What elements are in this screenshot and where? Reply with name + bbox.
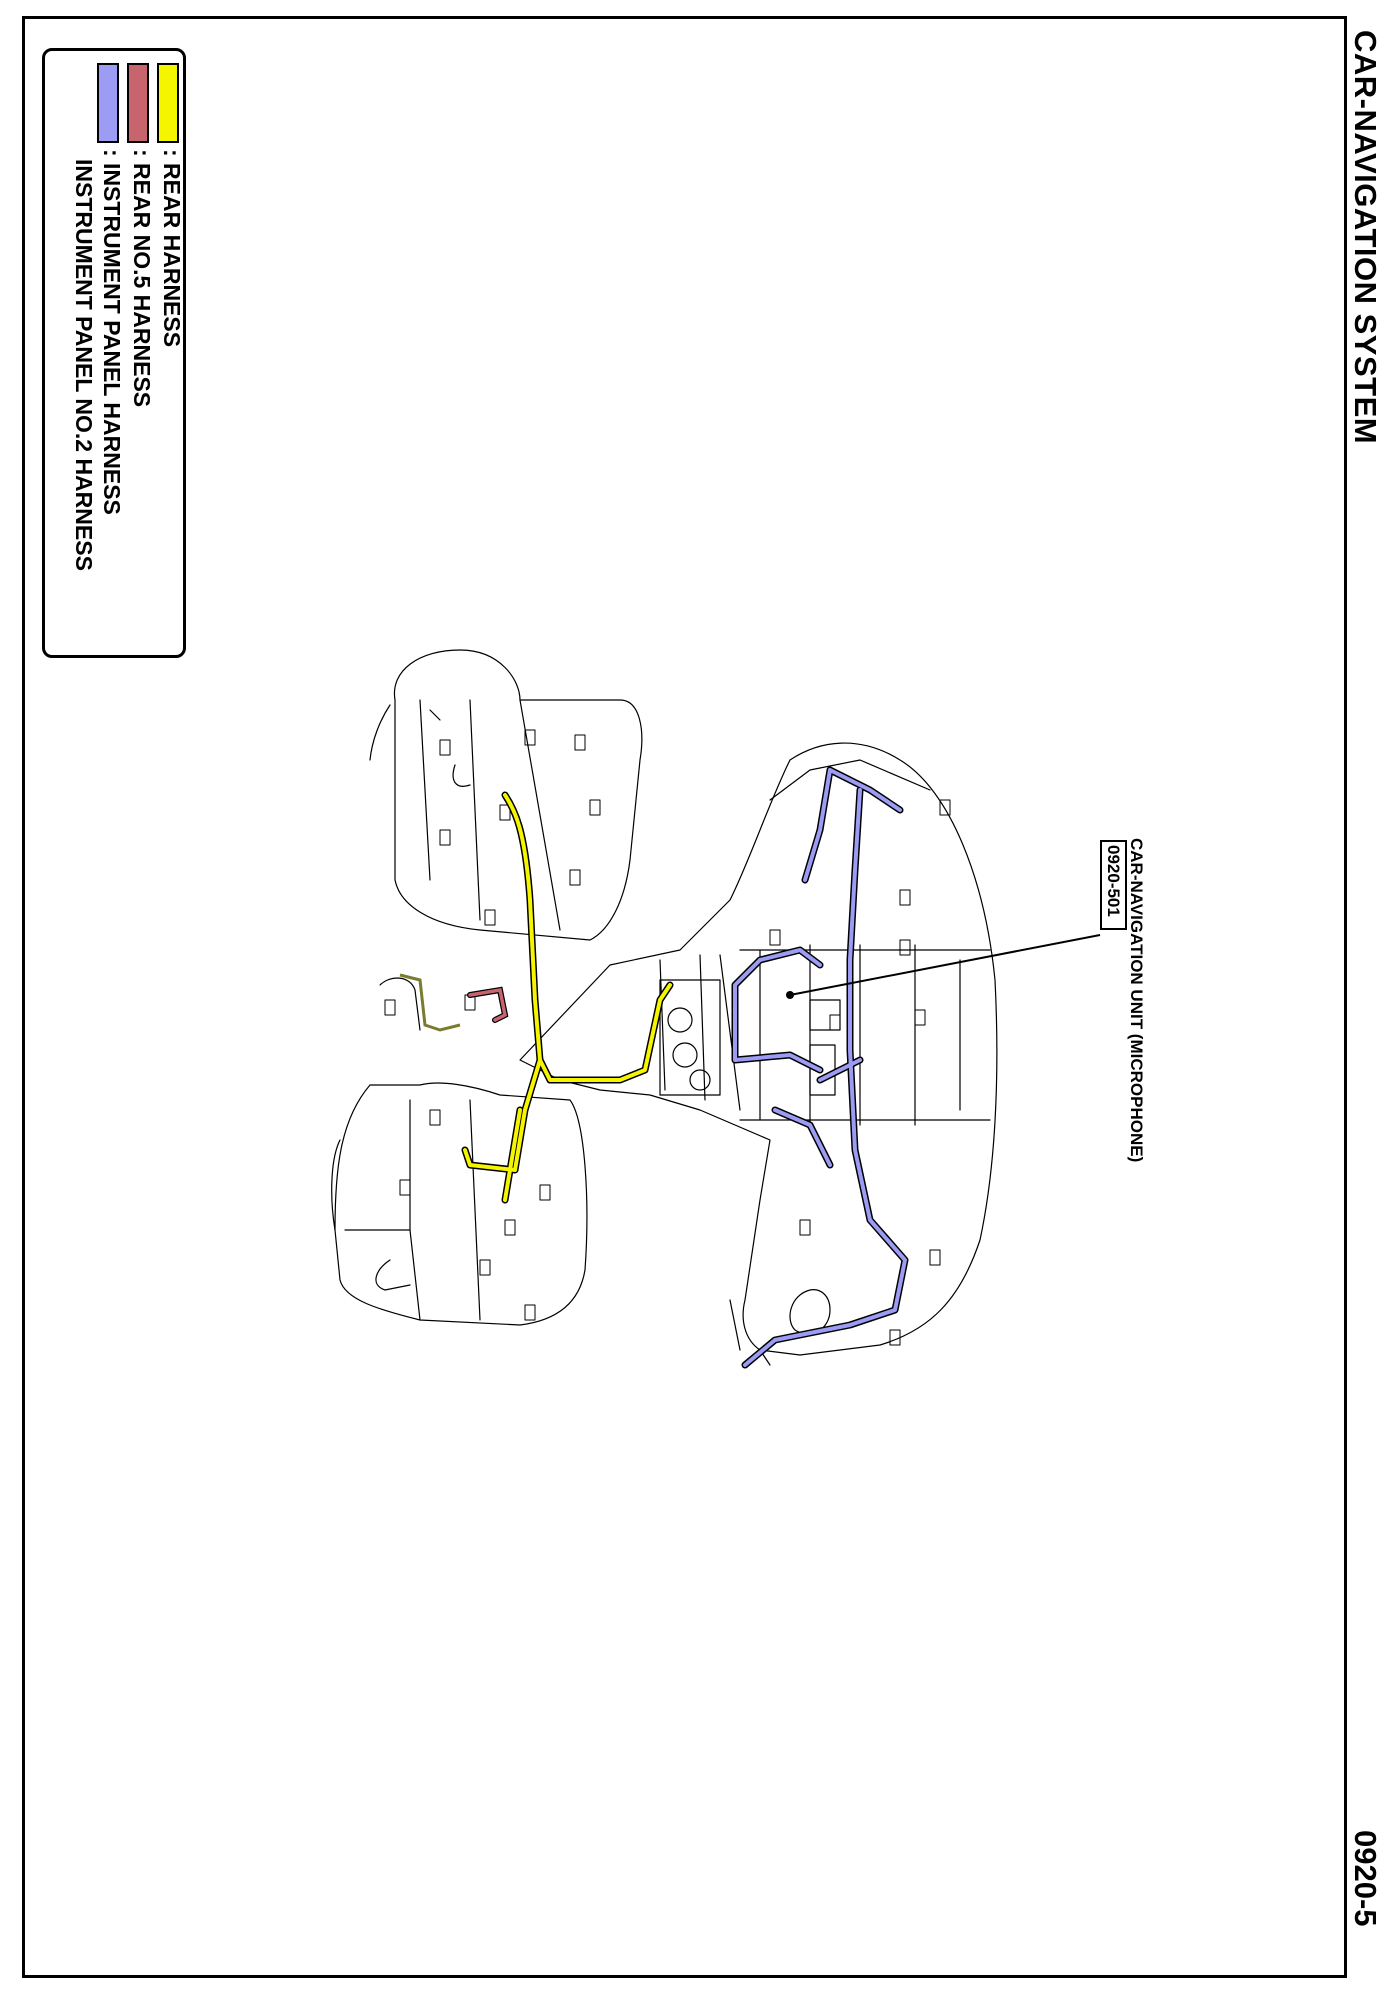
connectors <box>384 729 951 1346</box>
instrument-panel-outline <box>519 742 998 1356</box>
center-console-outline <box>659 979 721 1096</box>
lower-seat-outline <box>334 1082 588 1326</box>
callout-pointer-dot <box>786 991 794 999</box>
instrument-panel-harness-wire <box>733 768 907 1367</box>
callout-code-box <box>1100 840 1127 930</box>
rear-no5-harness-wire <box>468 987 507 1022</box>
rear-harness-branch <box>399 973 461 1032</box>
rear-harness-wire <box>463 793 672 1202</box>
callout-leader-line <box>789 934 1101 996</box>
legend-swatch-rear-no5-harness <box>127 63 149 143</box>
legend-swatch-rear-harness <box>157 63 179 143</box>
page-frame <box>22 16 1347 1978</box>
rear-harness-outline <box>461 791 674 1204</box>
legend: : REAR HARNESS : REAR NO.5 HARNESS : INS… <box>42 48 186 658</box>
legend-swatch-instrument-panel-harness <box>97 63 119 143</box>
upper-seat-outline <box>393 649 643 941</box>
